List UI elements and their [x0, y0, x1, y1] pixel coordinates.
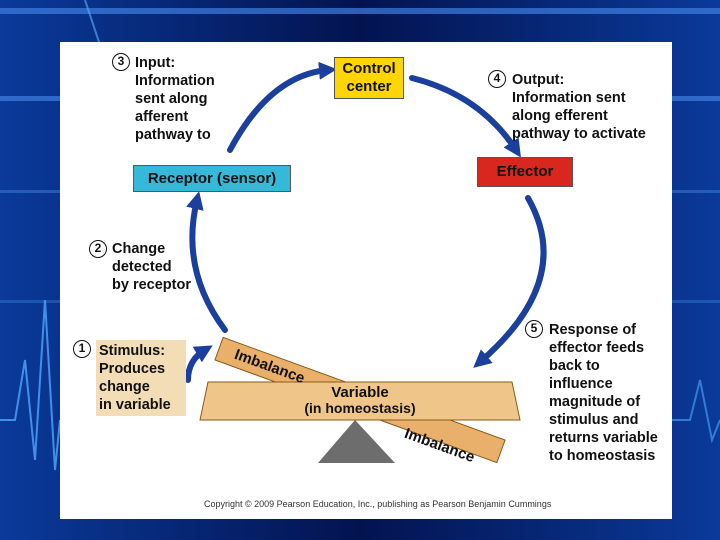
arrow-input-icon — [227, 61, 337, 153]
step-3-label: Input: Information sent along afferent p… — [135, 55, 215, 143]
effector-box: Effector — [477, 157, 573, 187]
seesaw-fulcrum-icon — [318, 420, 395, 463]
step-5-label: Response of effector feeds back to influ… — [549, 322, 658, 464]
receptor-box: Receptor (sensor) — [133, 165, 291, 192]
arrow-response-icon — [473, 195, 547, 368]
arrow-detect-icon — [186, 191, 228, 333]
variable-subtitle: (in homeostasis) — [304, 400, 416, 416]
step-4-number: 4 — [488, 70, 506, 88]
arrow-output-icon — [409, 75, 521, 158]
step-2-label: Change detected by receptor — [112, 241, 191, 293]
step-4-label: Output: Information sent along efferent … — [512, 72, 646, 142]
step-1-label: Stimulus: Produces change in variable — [96, 340, 186, 416]
variable-title: Variable — [331, 384, 389, 401]
step-5-number: 5 — [525, 320, 543, 338]
control-center-box: Control center — [334, 57, 404, 99]
copyright-text: Copyright © 2009 Pearson Education, Inc.… — [204, 499, 552, 509]
step-3-number: 3 — [112, 53, 130, 71]
step-2-number: 2 — [89, 240, 107, 258]
arrow-stimulus-icon — [185, 345, 213, 383]
step-1-number: 1 — [73, 340, 91, 358]
variable-beam — [199, 381, 521, 421]
